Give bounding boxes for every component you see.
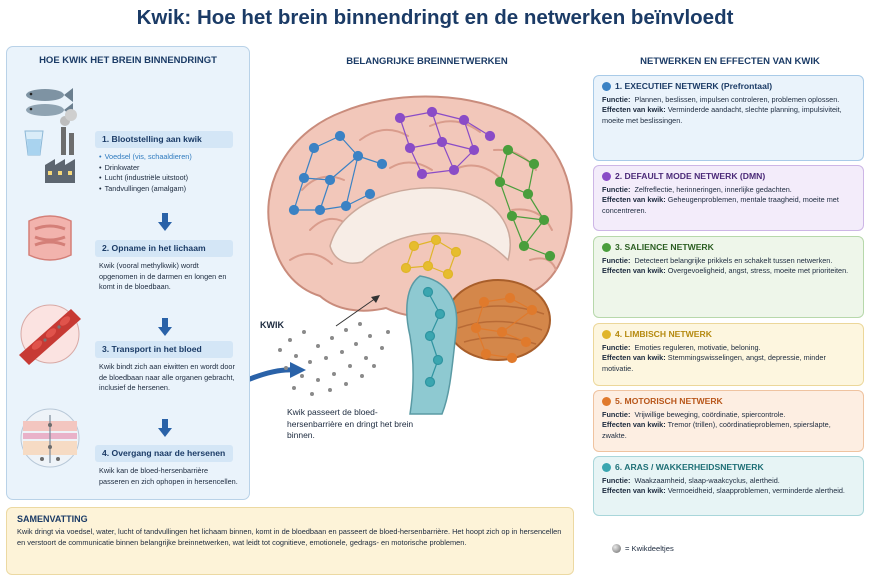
- bbb-caption: Kwik passeert de bloed-hersenbarrière en…: [287, 407, 414, 440]
- exposure-list: Voedsel (vis, schaaldieren) Drinkwater L…: [99, 152, 192, 194]
- step-3-description: Kwik bindt zich aan eiwitten en wordt do…: [99, 362, 235, 392]
- network-card-aras: 6. ARAS / WAKKERHEIDSNETWERK Functie: Wa…: [593, 456, 864, 516]
- exposure-item-water: Drinkwater: [99, 163, 192, 174]
- step-4-description: Kwik kan de bloed-hersenbarrière passere…: [99, 466, 238, 486]
- network-function: Vrijwillige beweging, coördinatie, spier…: [634, 410, 786, 419]
- kwik-pointer-arrowhead-icon: [371, 295, 380, 303]
- right-heading: NETWERKEN EN EFFECTEN VAN KWIK: [640, 56, 820, 67]
- arrow-down-icon: [158, 419, 172, 437]
- exposure-item-food: Voedsel (vis, schaaldieren): [99, 152, 192, 163]
- step-2-title: 2. Opname in het lichaam: [95, 240, 233, 257]
- network-effects: Verminderde aandacht, slechte planning, …: [602, 105, 842, 125]
- page-title: Kwik: Hoe het brein binnendringt en de n…: [136, 6, 734, 29]
- limbic-network: [400, 234, 462, 280]
- network-function: Emoties reguleren, motivatie, beloning.: [634, 343, 761, 352]
- left-panel-heading: HOE KWIK HET BREIN BINNENDRINGT: [39, 55, 217, 66]
- corpus-callosum: [329, 187, 511, 264]
- network-card-motor: 5. MOTORISCH NETWERK Functie: Vrijwillig…: [593, 390, 864, 452]
- network-title: 4. LIMBISCH NETWERK: [615, 329, 712, 339]
- summary-text: Kwik dringt via voedsel, water, lucht of…: [17, 527, 562, 547]
- exposure-item-fillings: Tandvullingen (amalgam): [99, 184, 192, 195]
- entry-arrowhead-icon: [290, 362, 306, 378]
- network-effects: Vermoeidheid, slaapproblemen, verminderd…: [667, 486, 845, 496]
- dmn-network: [394, 106, 496, 180]
- brain-illustration: [250, 95, 573, 415]
- mercury-particle-icon: [612, 544, 621, 553]
- network-title: 3. SALIENCE NETWERK: [615, 242, 714, 252]
- summary-title: SAMENVATTING: [17, 514, 88, 524]
- blue-dot-icon: [602, 81, 611, 91]
- executive-network: [288, 130, 388, 216]
- exposure-item-air: Lucht (industriële uitstoot): [99, 173, 192, 184]
- network-effects: Stemmingswisselingen, angst, depressie, …: [602, 353, 826, 373]
- orange-dot-icon: [602, 396, 611, 406]
- mercury-particles: [278, 322, 390, 396]
- network-title: 5. MOTORISCH NETWERK: [615, 396, 723, 406]
- left-panel: HOE KWIK HET BREIN BINNENDRINGT: [6, 46, 250, 500]
- network-title: 1. EXECUTIEF NETWERK (Prefrontaal): [615, 81, 773, 91]
- network-title: 2. DEFAULT MODE NETWERK (DMN): [615, 171, 766, 181]
- step-2-description: Kwik (vooral methylkwik) wordt opgenomen…: [99, 261, 227, 291]
- network-card-limbic: 4. LIMBISCH NETWERK Functie: Emoties reg…: [593, 323, 864, 386]
- step-1-title: 1. Blootstelling aan kwik: [95, 131, 233, 148]
- network-function: Zelfreflectie, herinneringen, innerlijke…: [634, 185, 792, 194]
- exposure-illustration: [24, 88, 77, 183]
- entry-arrow-icon: [250, 367, 295, 382]
- network-function: Waakzaamheid, slaap-waakcyclus, alerthei…: [634, 476, 780, 485]
- arrow-down-icon: [158, 318, 172, 336]
- teal-dot-icon: [602, 462, 611, 472]
- network-card-dmn: 2. DEFAULT MODE NETWERK (DMN) Functie: Z…: [593, 165, 864, 231]
- barrier-icon: [20, 408, 80, 468]
- step-3-title: 3. Transport in het bloed: [95, 341, 233, 358]
- intestine-icon: [28, 215, 72, 261]
- brainstem: [406, 275, 458, 415]
- yellow-dot-icon: [602, 329, 611, 339]
- network-function: Plannen, beslissen, impulsen controleren…: [634, 95, 840, 104]
- network-effects: Overgevoeligheid, angst, stress, moeite …: [667, 266, 849, 276]
- factory-icon: [45, 109, 77, 183]
- network-title: 6. ARAS / WAKKERHEIDSNETWERK: [615, 462, 764, 472]
- aras-network: [422, 286, 446, 388]
- step-4-title: 4. Overgang naar de hersenen: [95, 445, 233, 462]
- water-glass-icon: [24, 130, 44, 156]
- purple-dot-icon: [602, 171, 611, 181]
- network-effects: Geheugenproblemen, mentale traagheid, mo…: [602, 195, 839, 215]
- arrow-down-icon: [158, 213, 172, 231]
- kwik-pointer: [335, 297, 377, 327]
- legend-label: = Kwikdeeltjes: [625, 544, 674, 553]
- network-function: Detecteert belangrijke prikkels en schak…: [634, 256, 833, 265]
- kwik-label: KWIK: [260, 320, 284, 330]
- motor-network: [470, 292, 538, 364]
- legend: = Kwikdeeltjes: [612, 544, 674, 553]
- network-card-executive: 1. EXECUTIEF NETWERK (Prefrontaal) Funct…: [593, 75, 864, 161]
- blood-vessel-icon: [19, 304, 81, 365]
- green-dot-icon: [602, 242, 611, 252]
- salience-network: [494, 144, 556, 262]
- middle-heading: BELANGRIJKE BREINNETWERKEN: [346, 56, 508, 67]
- network-effects: Tremor (trillen), coördinatieproblemen, …: [602, 420, 831, 440]
- network-card-salience: 3. SALIENCE NETWERK Functie: Detecteert …: [593, 236, 864, 318]
- cerebellum: [445, 279, 551, 361]
- summary-box: SAMENVATTING Kwik dringt via voedsel, wa…: [6, 507, 574, 575]
